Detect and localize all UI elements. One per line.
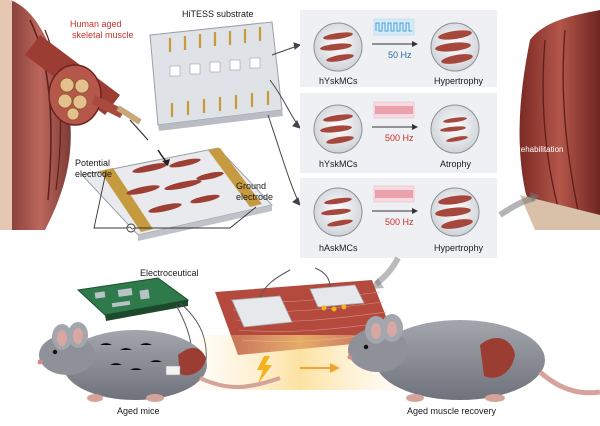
ground-electrode-label-1: Ground <box>236 181 266 191</box>
human-muscle-label-1: Human aged <box>70 19 122 29</box>
panel-2-cell-label: hYskMCs <box>319 159 358 169</box>
panels-to-patch-arrow <box>374 256 401 287</box>
rehabilitation-label: Rehabilitation <box>515 145 563 154</box>
panel-3-cell-label: hAskMCs <box>319 243 358 253</box>
panel-1: 50 Hz hYskMCs Hypertrophy <box>300 10 497 87</box>
electroceutical-label: Electroceutical <box>140 268 199 278</box>
panel-1-outcome: Hypertrophy <box>434 76 484 86</box>
potential-electrode-label-2: electrode <box>75 169 112 179</box>
recovered-mouse <box>347 314 600 402</box>
hitess-substrate <box>149 21 283 131</box>
human-muscle-label-2: skeletal muscle <box>72 30 134 40</box>
panel-3-outcome: Hypertrophy <box>434 243 484 253</box>
potential-electrode-label-1: Potential <box>75 158 110 168</box>
panel-3: 500 Hz hAskMCs Hypertrophy <box>300 178 497 258</box>
muscle-fiber-bundle <box>25 35 142 126</box>
aged-muscle-recovery-label: Aged muscle recovery <box>407 406 497 416</box>
electrode-device <box>81 147 273 241</box>
panel-3-frequency: 500 Hz <box>385 217 414 227</box>
panel-1-frequency: 50 Hz <box>388 50 412 60</box>
panel-2-frequency: 500 Hz <box>385 133 414 143</box>
panel-2-outcome: Atrophy <box>440 159 472 169</box>
aged-mouse <box>37 322 281 402</box>
electroceutical-device <box>76 277 207 373</box>
panel-2: 500 Hz hYskMCs Atrophy <box>300 93 497 173</box>
panel-1-cell-label: hYskMCs <box>319 76 358 86</box>
lightning-icon <box>257 356 272 384</box>
substrate-to-panels-arrows <box>267 42 302 206</box>
aged-mice-label: Aged mice <box>117 406 160 416</box>
ground-electrode-label-2: electrode <box>236 192 273 202</box>
human-leg-muscle-right <box>519 10 600 230</box>
muscle-to-substrate-arrow <box>129 119 149 141</box>
stimulation-panels: 50 Hz hYskMCs Hypertrophy <box>300 10 497 258</box>
substrate-label: HiTESS substrate <box>182 9 254 19</box>
